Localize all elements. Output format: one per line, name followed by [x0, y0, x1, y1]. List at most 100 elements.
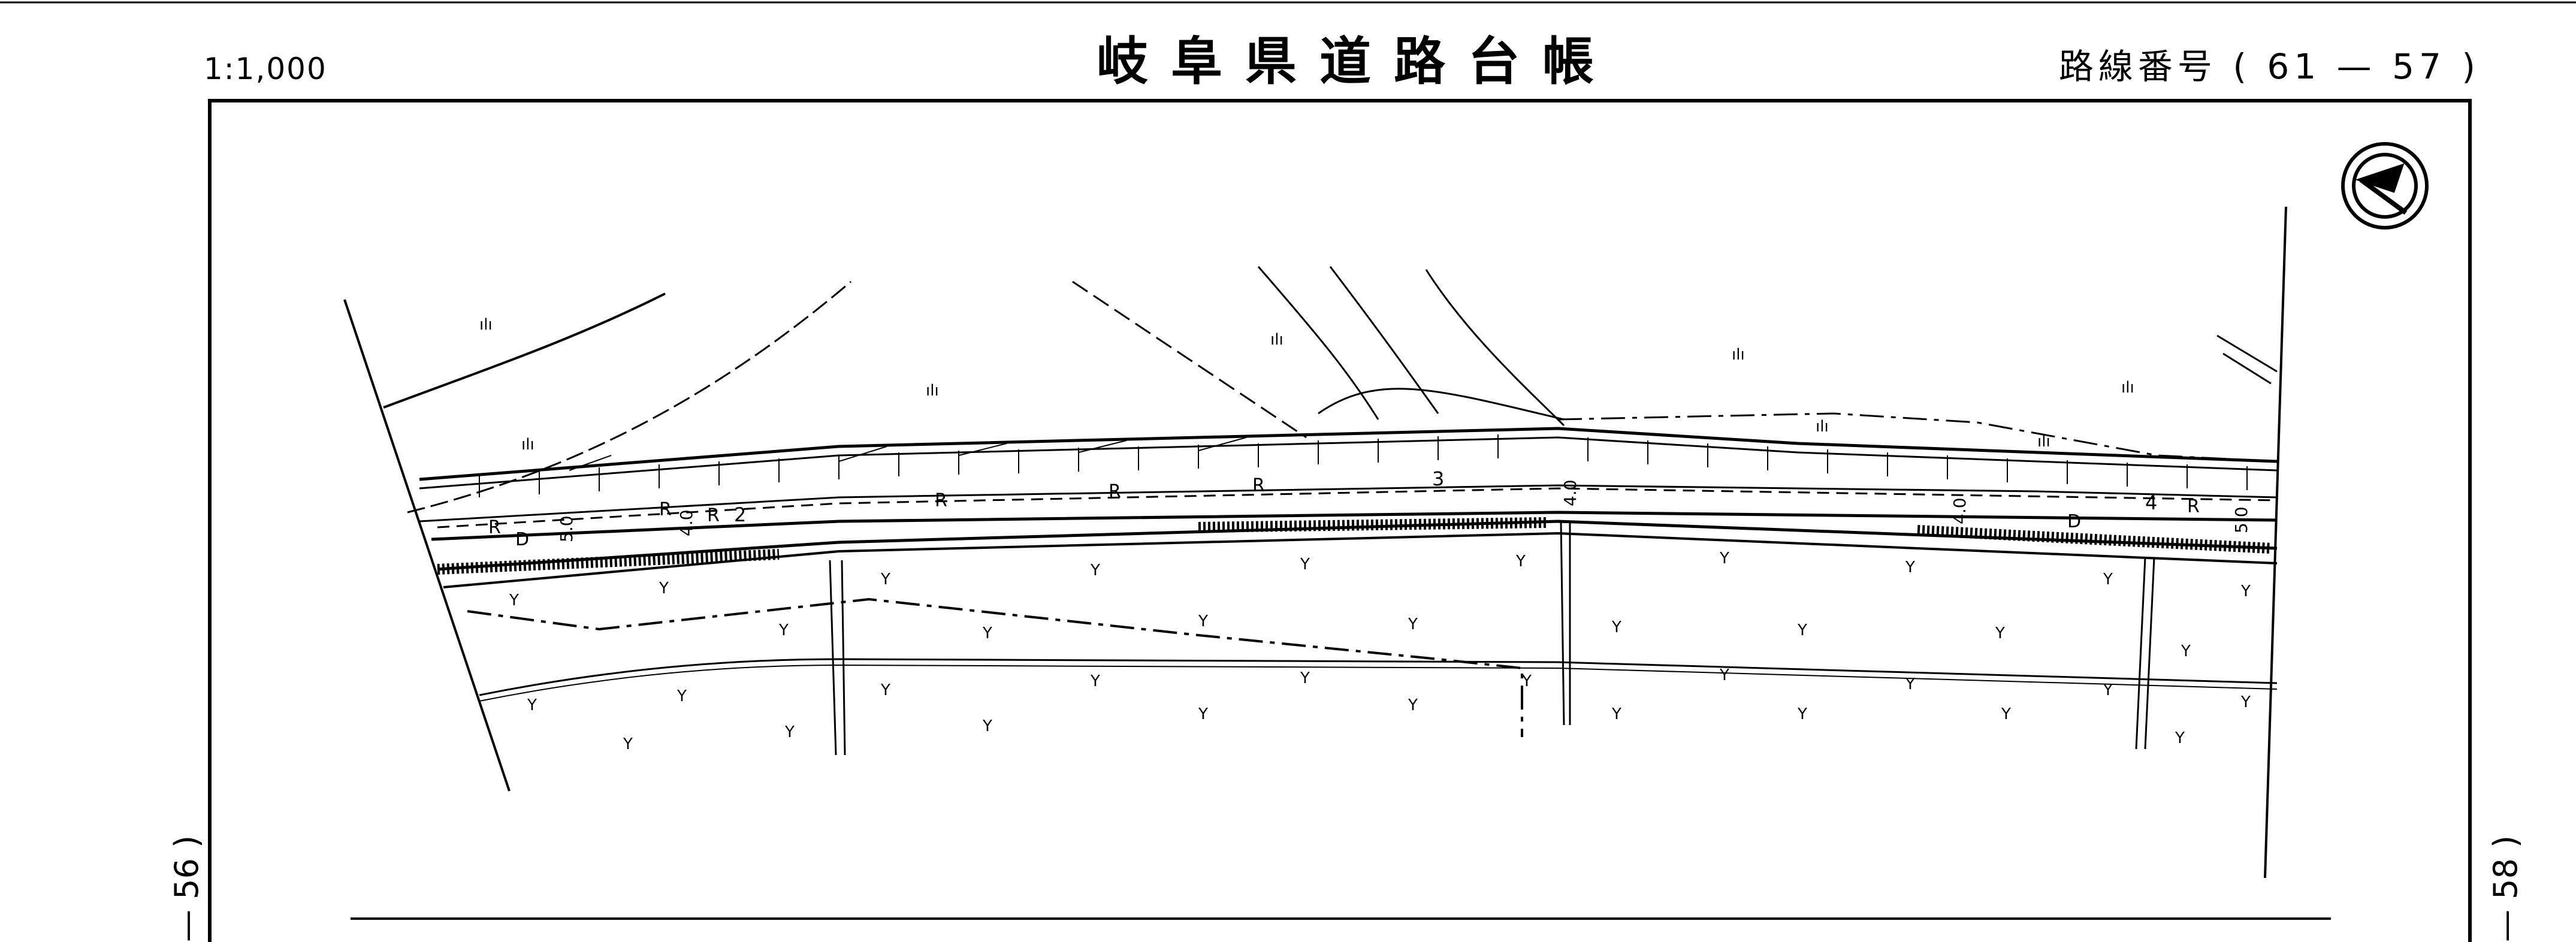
guardrail: [437, 517, 2272, 575]
cross-line-2: [1560, 521, 1571, 726]
svg-text:Y: Y: [659, 579, 669, 597]
svg-text:Y: Y: [1090, 561, 1100, 579]
svg-text:Y: Y: [982, 624, 992, 642]
map-frame: [208, 99, 2472, 942]
svg-text:ılı: ılı: [2121, 379, 2134, 397]
lot-line-lower-2: [479, 664, 2278, 702]
svg-text:ılı: ılı: [926, 382, 939, 400]
svg-text:Y: Y: [1995, 624, 2005, 642]
svg-text:Y: Y: [1521, 672, 1532, 690]
svg-text:ılı: ılı: [1270, 331, 1284, 349]
route-close-paren: ): [2462, 46, 2480, 87]
svg-text:Y: Y: [1090, 672, 1100, 690]
svg-text:Y: Y: [2240, 582, 2251, 600]
road-mark: R: [1109, 481, 1121, 502]
width-label: 5.0: [557, 515, 576, 542]
boundary-chain-top: [1557, 412, 2278, 463]
road-mark: R: [707, 505, 720, 526]
svg-text:Y: Y: [880, 570, 890, 588]
road-edge-2: [419, 436, 2278, 490]
svg-text:Y: Y: [1300, 555, 1310, 573]
svg-text:Y: Y: [509, 591, 519, 609]
road-mark: R: [659, 499, 672, 520]
svg-text:Y: Y: [2103, 681, 2113, 699]
route-number: 路線番号 ( 61 — 57 ): [2059, 49, 2480, 84]
svg-text:Y: Y: [1611, 705, 1621, 723]
scale-label: 1:1,000: [204, 52, 327, 86]
width-label: 4.0: [1950, 497, 1970, 524]
direction-mark: D: [2067, 511, 2081, 532]
road-edge-6: [443, 532, 2278, 588]
right-boundary: [2264, 206, 2287, 878]
svg-text:Y: Y: [1719, 550, 1729, 567]
road-edge-3: [419, 484, 2278, 523]
svg-text:Y: Y: [784, 723, 795, 741]
svg-text:Y: Y: [778, 621, 789, 639]
slope-upper-left: [383, 292, 666, 409]
route-left-number: 61: [2267, 46, 2321, 87]
cross-line-3: [2135, 557, 2155, 750]
station-number: 3: [1432, 467, 1444, 490]
svg-text:Y: Y: [2240, 693, 2251, 711]
svg-text:Y: Y: [1198, 705, 1208, 723]
svg-text:Y: Y: [1408, 615, 1418, 633]
lot-line-lower: [479, 658, 2278, 696]
hill-contour-1: [1257, 266, 1379, 420]
field-symbols: ılı ılı ılı ılı ılı ılı ılı ılı: [479, 316, 2134, 454]
svg-text:Y: Y: [1611, 618, 1621, 636]
road-mark: R: [2187, 496, 2200, 517]
svg-text:Y: Y: [623, 735, 633, 753]
width-label: 4.0: [677, 509, 696, 536]
route-open-paren: (: [2233, 46, 2251, 87]
route-dash: —: [2336, 46, 2376, 87]
svg-text:ılı: ılı: [2037, 433, 2050, 451]
hill-contour-2: [1329, 266, 1439, 414]
road-mark: R: [488, 517, 501, 538]
svg-text:ılı: ılı: [1816, 418, 1829, 436]
svg-text:Y: Y: [2103, 570, 2113, 588]
station-number: 2: [734, 503, 746, 526]
svg-text:Y: Y: [1719, 666, 1729, 684]
left-boundary: [343, 299, 511, 792]
hill-contour-3: [1425, 269, 1565, 427]
cross-line-1: [829, 560, 846, 756]
vegetation-symbols: Y Y Y Y Y Y Y Y Y Y Y Y Y Y Y Y Y Y Y Y …: [509, 550, 2251, 753]
svg-text:ılı: ılı: [1732, 346, 1745, 364]
svg-text:Y: Y: [2181, 642, 2191, 660]
svg-text:Y: Y: [527, 696, 537, 714]
width-label: 4.0: [1560, 479, 1580, 506]
road-mark: R: [1252, 475, 1265, 496]
slope-upper-mid: [1072, 280, 1307, 439]
road-edge-1: [419, 427, 2278, 481]
boundary-chain-lower: [467, 597, 1523, 737]
slope-right: [2216, 334, 2278, 385]
svg-text:ılı: ılı: [479, 316, 493, 334]
svg-text:Y: Y: [1300, 669, 1310, 687]
svg-text:ılı: ılı: [521, 436, 534, 454]
svg-text:Y: Y: [1515, 552, 1526, 570]
station-number: 4: [2145, 491, 2157, 514]
svg-text:Y: Y: [982, 717, 992, 735]
svg-text:Y: Y: [677, 687, 687, 705]
svg-text:Y: Y: [1797, 705, 1807, 723]
svg-text:Y: Y: [1198, 612, 1208, 630]
road-center: [437, 487, 2278, 529]
svg-text:Y: Y: [2175, 729, 2185, 747]
direction-mark: D: [515, 529, 529, 550]
hill-contour-4: [1318, 388, 1565, 421]
width-label: 5.0: [2231, 506, 2251, 533]
slope-ticks: [479, 434, 2248, 497]
road-edge-4: [431, 511, 2278, 541]
svg-text:Y: Y: [1905, 558, 1915, 576]
slope-upper-left-2: [407, 280, 851, 514]
svg-text:Y: Y: [2001, 705, 2011, 723]
route-right-number: 57: [2392, 46, 2446, 87]
route-label: 路線番号: [2058, 46, 2217, 87]
page-title: 岐阜県道路台帳: [1097, 32, 1617, 92]
north-arrow-icon: [2341, 142, 2429, 230]
svg-text:Y: Y: [1797, 621, 1807, 639]
road-mark: R: [935, 490, 947, 511]
svg-text:Y: Y: [1905, 675, 1915, 693]
